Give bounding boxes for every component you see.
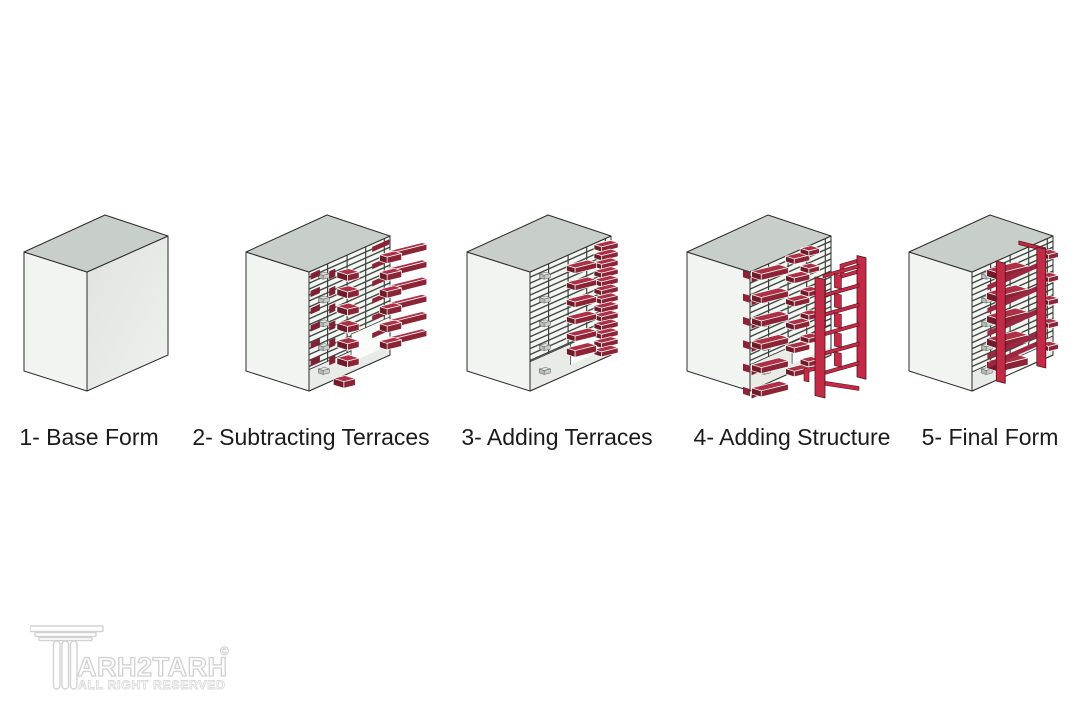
svg-text:ARH2TARH: ARH2TARH bbox=[77, 652, 228, 682]
svg-text:ALL RIGHT RESERVED: ALL RIGHT RESERVED bbox=[78, 678, 226, 692]
svg-text:©: © bbox=[220, 644, 229, 658]
